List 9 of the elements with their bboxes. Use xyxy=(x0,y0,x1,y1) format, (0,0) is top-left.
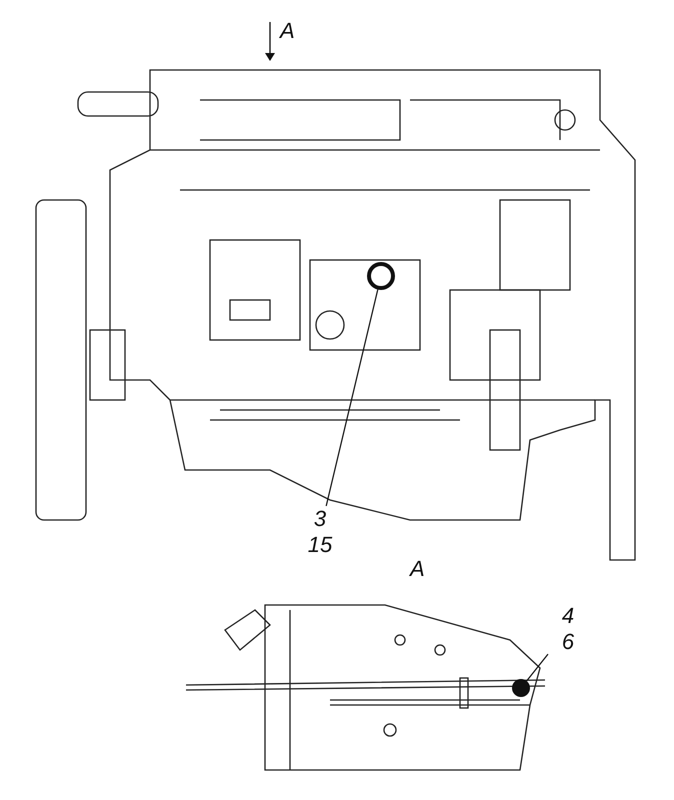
leader-line xyxy=(326,289,378,506)
callout-number: 3 xyxy=(312,506,328,532)
plug-part xyxy=(367,262,395,290)
callout-number: 6 xyxy=(560,629,576,655)
plug-part xyxy=(512,679,530,697)
callout-number: 15 xyxy=(306,532,334,558)
view-title: A xyxy=(410,556,425,582)
view-label: A xyxy=(280,18,295,44)
callout-number: 4 xyxy=(560,603,576,629)
